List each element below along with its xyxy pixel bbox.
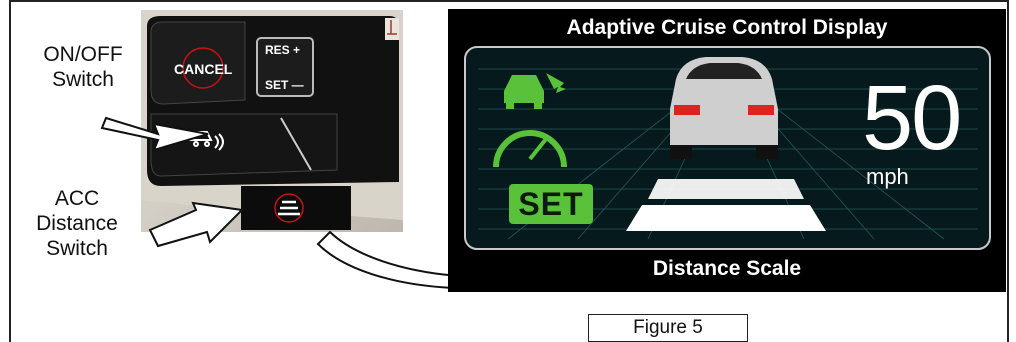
distance-scale-label: Distance Scale: [652, 257, 802, 280]
speedometer-icon: [493, 130, 567, 168]
set-speed-value: 50: [862, 67, 962, 169]
acc-distance-switch-label: ACC Distance Switch: [36, 187, 118, 260]
display-title: Adaptive Cruise Control Display: [566, 16, 888, 39]
lead-car-icon: [670, 57, 778, 159]
acc-arrow-icon: [148, 201, 245, 248]
distance-bars-icon: [278, 200, 300, 216]
steering-switch-photo: [141, 10, 403, 232]
onoff-switch-label: ON/OFF Switch: [43, 43, 123, 91]
speed-unit: mph: [866, 164, 909, 189]
onoff-arrow-icon: [100, 116, 209, 152]
set-badge: SET: [509, 184, 593, 224]
set-minus-button[interactable]: SET —: [265, 78, 304, 92]
distance-bar-2: [648, 179, 804, 199]
car-radar-icon: [504, 73, 566, 109]
figure-caption: Figure 5: [588, 314, 748, 342]
res-plus-button[interactable]: RES +: [265, 43, 301, 57]
distance-bar-1: [626, 205, 826, 231]
figure-frame: [9, 0, 1009, 342]
cancel-button[interactable]: CANCEL: [174, 61, 233, 77]
acc-display-panel: [448, 9, 1006, 292]
